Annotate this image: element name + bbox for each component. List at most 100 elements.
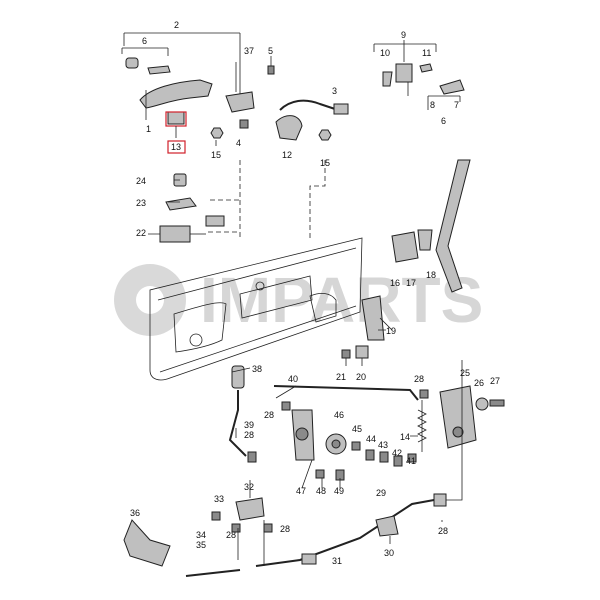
clip-part-6 xyxy=(231,523,241,533)
cable-end-part xyxy=(433,493,447,507)
callout-4: 4 xyxy=(236,138,241,148)
callout-1: 1 xyxy=(146,124,151,134)
outer-handle-group xyxy=(121,32,349,146)
lock-mechanism-group xyxy=(228,365,419,481)
nut-part xyxy=(210,127,224,139)
latch-block-part xyxy=(395,63,413,83)
callout-10: 10 xyxy=(380,48,390,58)
callout-14: 14 xyxy=(400,432,410,442)
callout-38: 38 xyxy=(252,364,262,374)
callout-28: 28 xyxy=(264,410,274,420)
bolt-part xyxy=(239,119,249,129)
callout-18: 18 xyxy=(426,270,436,280)
callout-40: 40 xyxy=(288,374,298,384)
callout-30: 30 xyxy=(384,548,394,558)
callout-29: 29 xyxy=(376,488,386,498)
latch-cover-group xyxy=(373,40,465,110)
callout-33: 33 xyxy=(214,494,224,504)
screw-part xyxy=(267,65,275,75)
door-handle-part xyxy=(139,79,213,109)
switch-part xyxy=(159,225,191,243)
door-latch-group xyxy=(417,360,505,501)
callout-28-b: 28 xyxy=(244,430,254,440)
callout-8: 8 xyxy=(430,100,435,110)
callout-48: 48 xyxy=(316,486,326,496)
callout-45: 45 xyxy=(352,424,362,434)
callout-47: 47 xyxy=(296,486,306,496)
grease-tube-part xyxy=(123,519,171,567)
callout-13-frame xyxy=(167,140,186,154)
callout-28-d: 28 xyxy=(226,530,236,540)
callout-16: 16 xyxy=(390,278,400,288)
callout-17: 17 xyxy=(406,278,416,288)
cable-clip-part xyxy=(375,515,399,537)
nut-part-2 xyxy=(318,129,332,141)
callout-24: 24 xyxy=(136,176,146,186)
callout-28-e: 28 xyxy=(280,524,290,534)
washer-part-3 xyxy=(379,451,389,463)
callout-32: 32 xyxy=(244,482,254,492)
callout-49: 49 xyxy=(334,486,344,496)
callout-37: 37 xyxy=(244,46,254,56)
lock-button-part xyxy=(231,365,245,389)
watermark: IMPARTS xyxy=(114,264,483,336)
callout-36: 36 xyxy=(130,508,140,518)
callout-26: 26 xyxy=(474,378,484,388)
callout-2: 2 xyxy=(174,20,179,30)
washer-part-5 xyxy=(407,453,417,463)
latch-arm-part xyxy=(225,91,255,113)
callout-28-f: 28 xyxy=(438,526,448,536)
door-shell xyxy=(149,160,363,381)
washer-part-4 xyxy=(393,455,403,467)
callout-3: 3 xyxy=(332,86,337,96)
callout-27: 27 xyxy=(490,376,500,386)
washer-part-6 xyxy=(475,397,489,411)
clip-part-3 xyxy=(247,451,257,463)
clip-part-7 xyxy=(263,523,273,533)
latch-lever-part xyxy=(439,79,465,95)
handle-cap-part xyxy=(125,57,139,69)
window-channel-group xyxy=(341,159,471,359)
screw-part-2 xyxy=(315,469,325,479)
callout-13: 13 xyxy=(171,142,181,152)
callout-23: 23 xyxy=(136,198,146,208)
callout-labels: 2 6 1 13 15 37 4 5 3 12 15 9 10 11 8 7 6… xyxy=(130,20,500,566)
lower-parts-group xyxy=(123,480,447,577)
callout-9: 9 xyxy=(401,30,406,40)
clip-part-4 xyxy=(419,389,429,399)
cable-holder-part xyxy=(301,553,317,565)
callout-5: 5 xyxy=(268,46,273,56)
watermark-text: IMPARTS xyxy=(200,264,483,336)
callout-15-b: 15 xyxy=(320,158,330,168)
connector-part xyxy=(205,215,225,227)
callout-41: 41 xyxy=(406,456,416,466)
callout-43: 43 xyxy=(378,440,388,450)
latch-spring-part xyxy=(419,63,433,73)
callout-25: 25 xyxy=(460,368,470,378)
callout-12: 12 xyxy=(282,150,292,160)
callout-31: 31 xyxy=(332,556,342,566)
door-latch-part xyxy=(439,385,477,449)
callout-19: 19 xyxy=(386,326,396,336)
callout-44: 44 xyxy=(366,434,376,444)
callout-6: 6 xyxy=(142,36,147,46)
cable-connector-part xyxy=(333,103,349,115)
nut-clip-part xyxy=(355,345,369,359)
bracket-plate-part xyxy=(417,229,433,251)
lock-bracket-part xyxy=(275,115,303,141)
callout-34: 34 xyxy=(196,530,206,540)
callout-11: 11 xyxy=(422,48,431,58)
door-seal-clips-group xyxy=(159,173,225,243)
washer-part xyxy=(351,441,361,451)
bolt-part-2 xyxy=(341,349,351,359)
callout-35: 35 xyxy=(196,540,206,550)
actuator-arm-part xyxy=(361,295,385,341)
callout-42: 42 xyxy=(392,448,402,458)
callout-46: 46 xyxy=(334,410,344,420)
callout-15: 15 xyxy=(211,150,221,160)
clip-part-2 xyxy=(281,401,291,411)
washer-part-2 xyxy=(365,449,375,461)
callout-28-c: 28 xyxy=(414,374,424,384)
latch-cover-part xyxy=(382,71,393,87)
